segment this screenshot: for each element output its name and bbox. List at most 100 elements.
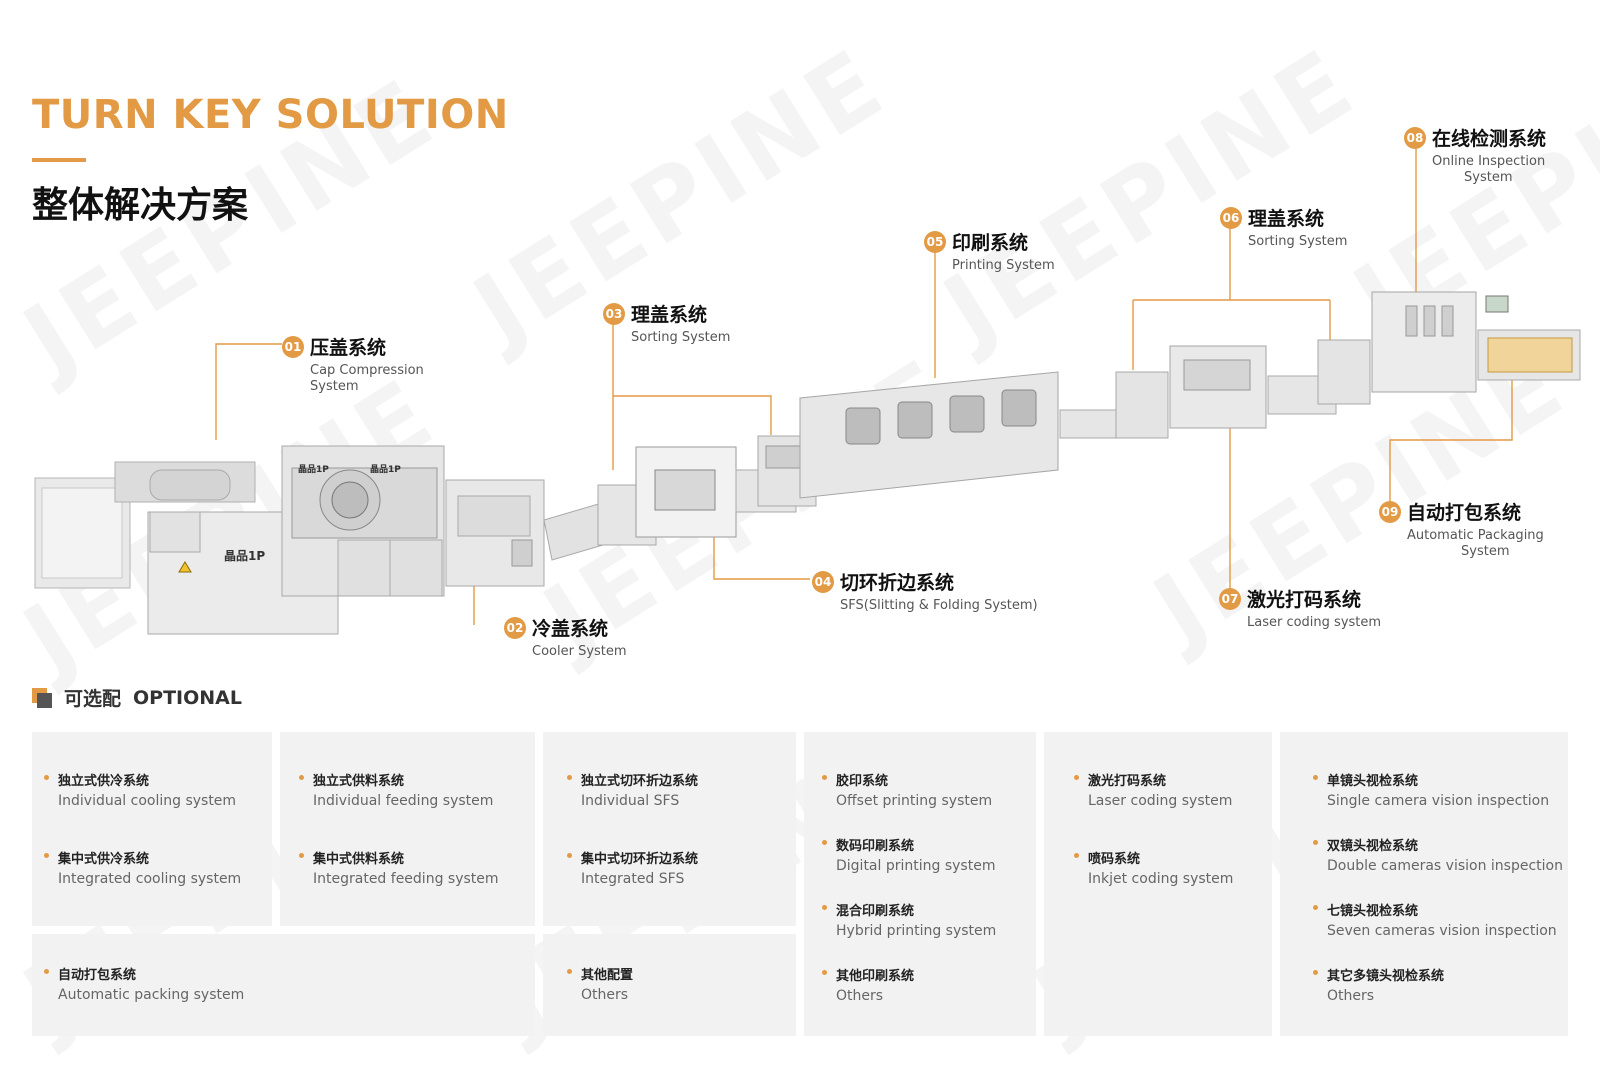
option-name-cn: 其它多镜头视检系统 <box>1313 965 1444 984</box>
squares-icon <box>32 687 52 708</box>
option-name-en: Single camera vision inspection <box>1327 793 1550 809</box>
option-item: 独立式供料系统 Individual feeding system <box>299 770 493 809</box>
callout-title-en: Printing System <box>952 258 1055 273</box>
option-item: 集中式供冷系统 Integrated cooling system <box>44 848 241 887</box>
callout-title-cn: 激光打码系统 <box>1247 589 1362 611</box>
callout-automatic-packaging: 09 自动打包系统 Automatic Packaging System <box>1379 498 1544 560</box>
option-item: 七镜头视检系统 Seven cameras vision inspection <box>1313 900 1557 939</box>
option-name-en: Integrated feeding system <box>313 871 499 887</box>
step-badge: 06 <box>1220 206 1242 229</box>
callout-title-cn: 理盖系统 <box>631 304 708 326</box>
callout-title-en: Sorting System <box>1248 234 1348 249</box>
machine-printing <box>799 371 1059 499</box>
option-panel <box>280 732 535 926</box>
option-item: 其他印刷系统 Others <box>822 965 914 1004</box>
callout-title-en: Sorting System <box>631 330 731 345</box>
callout-title-en: SFS(Slitting & Folding System) <box>840 598 1038 613</box>
option-panel <box>1044 732 1272 1036</box>
option-name-cn: 集中式供冷系统 <box>44 848 241 867</box>
option-item: 混合印刷系统 Hybrid printing system <box>822 900 996 939</box>
option-panel <box>32 732 272 926</box>
option-item: 激光打码系统 Laser coding system <box>1074 770 1232 809</box>
callout-online-inspection: 08 在线检测系统 Online Inspection System <box>1404 124 1546 186</box>
step-badge: 09 <box>1379 500 1401 523</box>
option-name-en: Hybrid printing system <box>836 923 997 939</box>
option-name-en: Others <box>836 988 884 1004</box>
option-name-en: Double cameras vision inspection <box>1327 858 1563 874</box>
optional-title-en: OPTIONAL <box>133 686 242 709</box>
option-name-en: Individual SFS <box>581 793 680 809</box>
option-name-cn: 喷码系统 <box>1074 848 1233 867</box>
option-name-en: Automatic packing system <box>58 987 245 1003</box>
callout-title-en: Automatic Packaging <box>1407 528 1544 543</box>
option-name-cn: 双镜头视检系统 <box>1313 835 1563 854</box>
option-name-cn: 胶印系统 <box>822 770 992 789</box>
callout-title-cn: 压盖系统 <box>310 337 387 359</box>
option-item: 其它多镜头视检系统 Others <box>1313 965 1444 1004</box>
step-badge: 05 <box>924 230 946 253</box>
option-name-cn: 集中式供料系统 <box>299 848 499 867</box>
step-badge: 04 <box>812 570 834 593</box>
option-name-en: Inkjet coding system <box>1088 871 1234 887</box>
option-item: 集中式切环折边系统 Integrated SFS <box>567 848 698 887</box>
option-item: 喷码系统 Inkjet coding system <box>1074 848 1233 887</box>
option-name-cn: 七镜头视检系统 <box>1313 900 1557 919</box>
callout-title-en: System <box>1464 170 1513 185</box>
callout-title-cn: 自动打包系统 <box>1407 502 1522 524</box>
machine-brand-label: 晶品1P <box>224 548 265 563</box>
option-name-en: Laser coding system <box>1088 793 1233 809</box>
callout-title-en: Cooler System <box>532 644 627 659</box>
optional-heading: 可选配 OPTIONAL <box>32 684 242 711</box>
option-name-cn: 独立式供冷系统 <box>44 770 236 789</box>
option-panel <box>543 934 796 1036</box>
option-name-cn: 独立式切环折边系统 <box>567 770 698 789</box>
callout-title-en: System <box>1461 544 1510 559</box>
page-title-cn: 整体解决方案 <box>32 185 249 226</box>
callout-sfs: 04 切环折边系统 SFS(Slitting & Folding System) <box>812 568 1038 614</box>
option-name-cn: 激光打码系统 <box>1074 770 1232 789</box>
callout-title-en: Online Inspection <box>1432 154 1546 169</box>
option-panel <box>543 732 796 926</box>
callout-title-en: Laser coding system <box>1247 615 1382 630</box>
callout-sorting-1: 03 理盖系统 Sorting System <box>603 300 730 346</box>
option-name-en: Integrated SFS <box>581 871 685 887</box>
option-item: 独立式切环折边系统 Individual SFS <box>567 770 698 809</box>
machine-sorting-laser <box>1059 339 1371 439</box>
callout-title-cn: 冷盖系统 <box>532 618 609 640</box>
machine-sorting-sfs <box>597 435 817 546</box>
step-badge: 02 <box>504 616 526 639</box>
leader-lines <box>215 143 1513 625</box>
step-badge: 01 <box>282 335 304 358</box>
option-name-en: Others <box>1327 988 1375 1004</box>
callout-cooler: 02 冷盖系统 Cooler System <box>504 614 627 660</box>
option-item: 自动打包系统 Automatic packing system <box>44 964 244 1003</box>
option-name-cn: 独立式供料系统 <box>299 770 493 789</box>
option-name-en: Individual feeding system <box>313 793 494 809</box>
option-item: 单镜头视检系统 Single camera vision inspection <box>1313 770 1549 809</box>
option-name-cn: 混合印刷系统 <box>822 900 996 919</box>
option-name-en: Others <box>581 987 629 1003</box>
option-item: 独立式供冷系统 Individual cooling system <box>44 770 236 809</box>
callout-title-en: System <box>310 379 359 394</box>
option-name-cn: 其他印刷系统 <box>822 965 914 984</box>
callout-title-cn: 切环折边系统 <box>840 572 955 594</box>
option-name-en: Seven cameras vision inspection <box>1327 923 1557 939</box>
option-name-cn: 自动打包系统 <box>44 964 244 983</box>
option-name-en: Individual cooling system <box>58 793 237 809</box>
optional-title-cn: 可选配 <box>64 688 122 710</box>
option-panel <box>804 732 1036 1036</box>
machine-inspection-packaging <box>1371 291 1581 393</box>
step-badge: 08 <box>1404 126 1426 149</box>
option-name-en: Digital printing system <box>836 858 996 874</box>
callout-title-cn: 在线检测系统 <box>1432 128 1547 150</box>
machine-brand-label: 晶品1P <box>370 464 401 475</box>
page-title-en: TURN KEY SOLUTION <box>32 92 509 138</box>
callout-title-en: Cap Compression <box>310 363 424 378</box>
step-badge: 03 <box>603 302 625 325</box>
title-underline <box>32 158 86 162</box>
option-item: 其他配置 Others <box>567 964 633 1003</box>
